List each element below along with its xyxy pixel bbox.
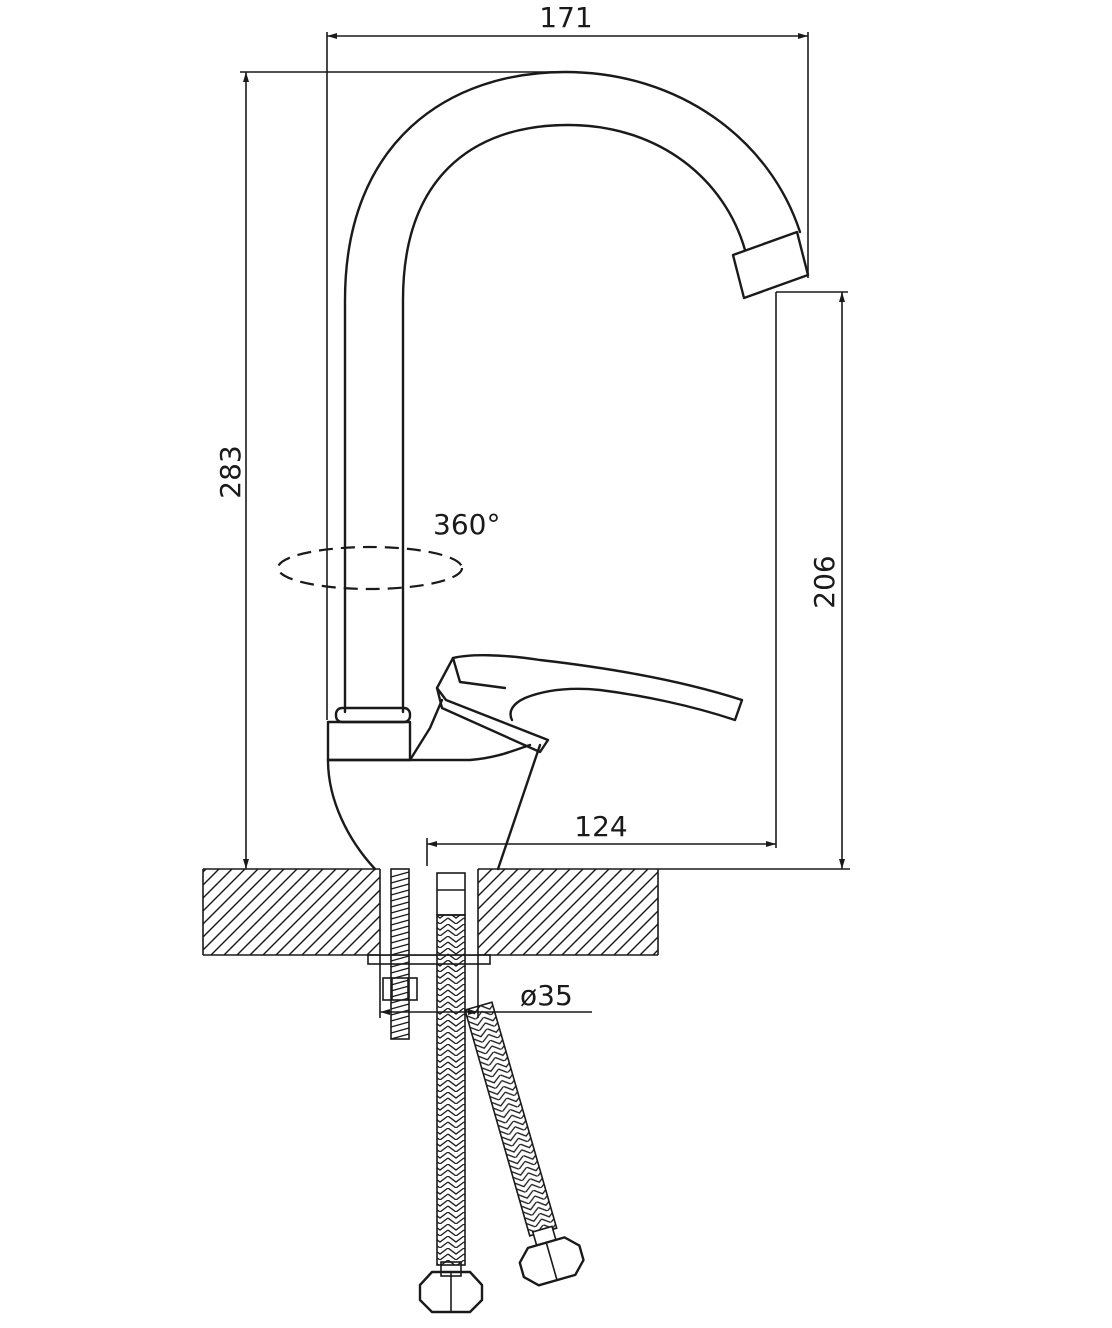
lever-handle	[435, 654, 744, 754]
rotation-label: 360°	[433, 508, 500, 541]
hatch-line	[548, 869, 636, 955]
aerator	[731, 230, 810, 300]
thread-line	[390, 1003, 410, 1010]
hatch-line	[262, 869, 350, 955]
thread-line	[390, 961, 410, 968]
hatch-line	[639, 936, 658, 955]
hatch-line	[561, 869, 649, 955]
dimension-reach: 124	[426, 292, 777, 866]
countertop	[202, 868, 850, 956]
hatch-line	[522, 869, 610, 955]
dimension-label-diameter: ø35	[520, 979, 573, 1012]
hatch-line	[600, 897, 658, 955]
thread-line	[390, 931, 410, 938]
hatch-line	[203, 869, 233, 899]
thread-line	[390, 913, 410, 920]
hatch-line	[470, 869, 558, 955]
hatch-line	[626, 923, 658, 955]
hose-nut-angled	[518, 1236, 585, 1287]
thread-line	[390, 985, 410, 992]
hatch-line	[679, 869, 765, 955]
hatch-line	[275, 869, 363, 955]
hatch-line	[652, 949, 658, 955]
threaded-stud	[390, 868, 410, 1040]
hatch-line	[203, 869, 220, 886]
hatch-line	[483, 869, 571, 955]
hatch-line	[249, 869, 337, 955]
thread-line	[390, 877, 410, 884]
dimension-height-total: 283	[214, 71, 565, 869]
hatch-line	[613, 910, 658, 955]
thread-line	[390, 1033, 410, 1040]
dimension-diameter: ø35	[379, 955, 592, 1018]
hatch-line	[666, 869, 752, 955]
thread-line	[390, 901, 410, 908]
thread-line	[390, 967, 410, 974]
thread-line	[390, 991, 410, 998]
thread-line	[390, 871, 410, 878]
hatch-line	[203, 869, 246, 912]
dimension-spout-height: 206	[776, 291, 848, 869]
hatch-line	[705, 869, 791, 955]
thread-line	[390, 937, 410, 944]
supply-hose-straight	[418, 872, 484, 1314]
hatch-line	[288, 869, 376, 955]
hatch-line	[692, 869, 778, 955]
hatch-line	[210, 869, 298, 955]
thread-line	[390, 955, 410, 962]
spout	[334, 70, 810, 724]
thread-line	[390, 1021, 410, 1028]
dimension-width: 171	[326, 1, 809, 720]
thread-line	[390, 979, 410, 986]
hatch-line	[223, 869, 311, 955]
hatch-line	[203, 869, 285, 951]
thread-line	[390, 907, 410, 914]
thread-line	[390, 889, 410, 896]
thread-line	[390, 925, 410, 932]
hatch-line	[535, 869, 623, 955]
thread-line	[390, 919, 410, 926]
hatch-line	[203, 869, 272, 938]
rotation-indicator: 360°	[276, 508, 500, 591]
hatch-line	[496, 869, 584, 955]
hatch-line	[236, 869, 324, 955]
hatch-line	[203, 869, 207, 873]
hatch-line	[718, 869, 804, 955]
hatch-line	[301, 869, 389, 955]
thread-line	[390, 1015, 410, 1022]
thread-line	[390, 883, 410, 890]
hatch-line	[509, 869, 597, 955]
hatch-line	[574, 871, 658, 955]
thread-line	[390, 1027, 410, 1034]
dimension-label-reach: 124	[574, 810, 627, 843]
thread-line	[390, 895, 410, 902]
dimension-label-height-total: 283	[214, 445, 247, 498]
faucet-body	[326, 698, 542, 871]
hatch-line	[203, 869, 259, 925]
dimension-label-spout-height: 206	[808, 555, 841, 608]
mounting-washer	[367, 954, 491, 965]
supply-hose-angled	[464, 1001, 585, 1287]
thread-line	[390, 943, 410, 950]
stud-nut	[382, 977, 418, 1001]
hatch-line	[587, 884, 658, 955]
spout-collar	[334, 706, 412, 724]
thread-line	[390, 949, 410, 956]
hose-nut-straight	[418, 1270, 484, 1314]
dimension-label-width: 171	[539, 1, 592, 34]
